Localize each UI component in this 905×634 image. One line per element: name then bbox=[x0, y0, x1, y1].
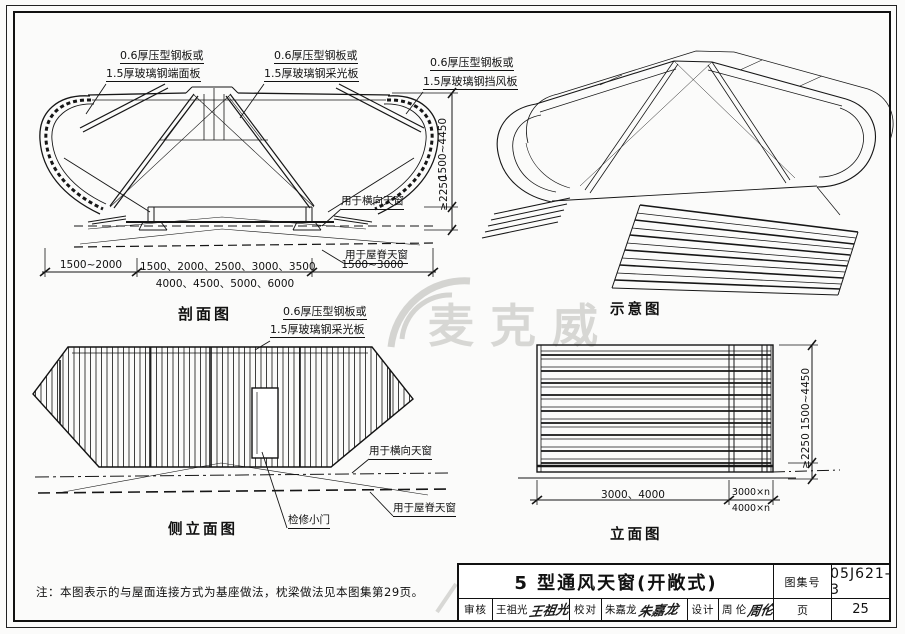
side-daylight-panel-label-line2: 1.5厚玻璃钢采光板 bbox=[270, 323, 365, 339]
atlas-number-label: 图集号 bbox=[773, 565, 831, 598]
checker-signature: 朱嘉龙 bbox=[636, 602, 679, 620]
side-use-transverse-label: 用于横向天窗 bbox=[369, 445, 432, 460]
designer-cell: 周 伦 周伦 bbox=[718, 598, 773, 620]
checker-label: 校对 bbox=[569, 598, 601, 620]
side-use-ridge-label: 用于屋脊天窗 bbox=[393, 502, 456, 517]
drawing-title: 5 型通风天窗(开敞式) bbox=[514, 572, 718, 594]
section-wind-panel-label-line2: 1.5厚玻璃钢挡风板 bbox=[423, 75, 518, 91]
reviewer-name: 王祖光 bbox=[496, 604, 528, 616]
front-dim-width: 3000、4000 bbox=[601, 489, 665, 501]
front-dim-bay1: 3000×n bbox=[731, 487, 771, 498]
section-dim-left: 1500~2000 bbox=[59, 259, 123, 271]
watermark-text: 麦克威 bbox=[428, 299, 614, 353]
reviewer-cell: 王祖光 王祖光 bbox=[492, 598, 569, 620]
sheet-inner-border bbox=[13, 11, 891, 622]
front-elevation-title: 立面图 bbox=[610, 527, 663, 543]
reviewer-label: 审核 bbox=[459, 598, 492, 620]
side-access-door-label: 检修小门 bbox=[288, 514, 330, 529]
front-dim-clear: ≥2250 bbox=[800, 433, 812, 469]
sheet-outer-border bbox=[6, 5, 897, 628]
section-dim-clear: ≥2250 bbox=[438, 175, 450, 211]
page-number: 25 bbox=[831, 598, 889, 620]
section-dim-mid-line2: 4000、4500、5000、6000 bbox=[155, 278, 295, 290]
section-daylight-panel-label-line1: 0.6厚压型钢板或 bbox=[274, 49, 358, 65]
front-dim-bay2: 4000×n bbox=[731, 503, 771, 514]
page-label: 页 bbox=[773, 598, 831, 620]
section-wind-panel-label-line1: 0.6厚压型钢板或 bbox=[430, 56, 514, 72]
designer-name: 周 伦 bbox=[722, 604, 747, 616]
side-elevation-title: 侧立面图 bbox=[168, 522, 238, 538]
sheet-note: 注：本图表示的与屋面连接方式为基座做法，枕梁做法见本图集第29页。 bbox=[36, 585, 424, 599]
side-daylight-panel-label-line1: 0.6厚压型钢板或 bbox=[283, 305, 367, 321]
section-use-transverse-label: 用于横向天窗 bbox=[341, 195, 404, 210]
section-end-panel-label-line2: 1.5厚玻璃钢端面板 bbox=[106, 67, 201, 83]
designer-signature: 周伦 bbox=[746, 603, 773, 620]
designer-label: 设计 bbox=[687, 598, 718, 620]
section-end-panel-label-line1: 0.6厚压型钢板或 bbox=[120, 49, 204, 65]
reviewer-signature: 王祖光 bbox=[527, 602, 569, 620]
title-block: 5 型通风天窗(开敞式) 图集号 05J621-3 审核 王祖光 王祖光 校对 … bbox=[457, 563, 891, 622]
schematic-view-title: 示意图 bbox=[610, 302, 663, 318]
checker-cell: 朱嘉龙 朱嘉龙 bbox=[601, 598, 687, 620]
section-use-ridge-label: 用于屋脊天窗 bbox=[345, 249, 408, 264]
atlas-number-value: 05J621-3 bbox=[831, 565, 889, 598]
section-dim-right: 1500~3000 bbox=[341, 259, 404, 271]
section-daylight-panel-label-line2: 1.5厚玻璃钢采光板 bbox=[264, 67, 359, 83]
section-dim-mid-line1: 1500、2000、2500、3000、3500 bbox=[140, 261, 316, 273]
section-view-title: 剖面图 bbox=[178, 305, 233, 323]
checker-name: 朱嘉龙 bbox=[605, 604, 637, 616]
